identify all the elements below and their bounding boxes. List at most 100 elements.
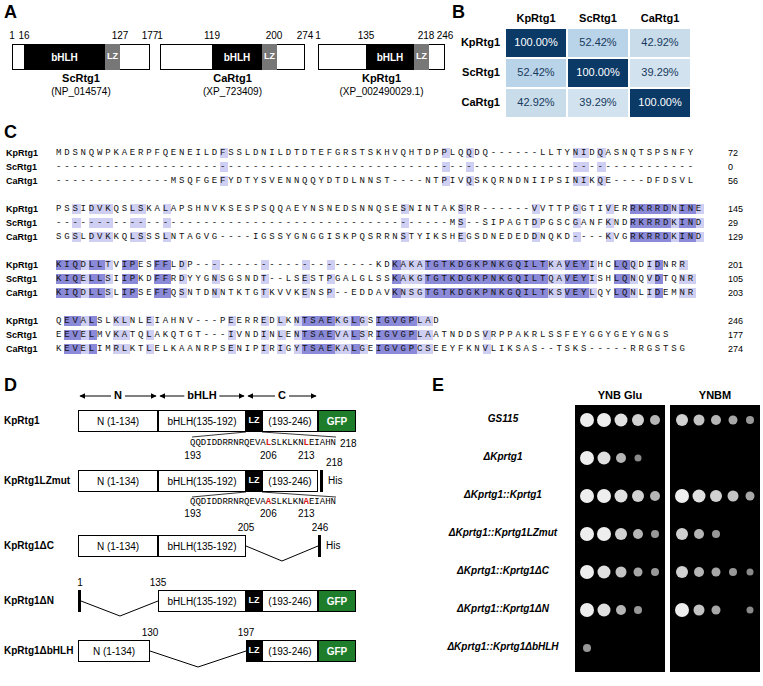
residue-count: 72 [728,148,738,159]
yeast-spot [650,491,660,501]
aligned-sequence: SGSLDVKKQLSSSLNTAGVG----IGSSYGNGGISKPQSR… [56,232,704,243]
region-header: bHLH [184,389,219,402]
yeast-spot [580,489,594,503]
identity-value: 52.42% [517,66,554,79]
domain-label: bHLH(135-192) [168,416,237,427]
zoom-line [192,492,246,497]
panel-letter: D [4,375,17,397]
yeast-spot [634,568,643,577]
yeast-spot [729,416,738,425]
residue-number: 1 [77,577,83,589]
bhlh-domain: bHLH [366,44,414,70]
yeast-spot [728,491,739,502]
residue-number: 127 [112,30,129,42]
lz-domain: LZ [414,44,429,70]
identity-value: 39.29% [641,66,678,79]
residue-number: 1 [157,30,163,42]
domain-label: LZ [264,52,275,62]
aligned-sequence: --------------MSQFGEFYDTYSVENNQQYDTDLNNS… [56,176,696,187]
lz-box: LZ [246,590,262,612]
yeast-spot [676,528,688,540]
residue-count: 129 [728,232,743,243]
identity-value: 42.92% [641,36,678,49]
domain-label: (193-246) [268,596,311,607]
yeast-spot [675,489,689,503]
sequence-name: KpRtg1 [6,204,38,215]
matrix-cell [568,89,628,117]
domain-label: N (1-134) [97,476,139,487]
identity-value: 42.92% [517,96,554,109]
strain-name: ΔKprtg1::Kprtg1ΔN [457,603,549,615]
n-terminal-box: N (1-134) [78,535,158,557]
yeast-spot [632,490,644,502]
matrix-cell [630,89,690,117]
domain-label: GFP [327,646,348,657]
strain-name: GS115 [488,413,518,425]
residue-number: 197 [238,627,255,639]
yeast-spot [676,566,688,578]
residue-count: 105 [728,274,743,285]
sequence-name: CaRtg1 [6,176,38,187]
zipper-sequence: QQDIDDRRNRQEVALSLKLKNLEIAHN [190,438,336,449]
residue-number: 274 [297,30,314,42]
residue-number: 135 [150,577,167,589]
deletion-line [246,546,318,561]
matrix-cell [506,89,566,117]
yeast-spot [616,567,627,578]
yeast-spot [580,603,594,617]
domain-label: LZ [249,476,260,486]
yeast-spot [615,414,628,427]
gfp-tag: GFP [318,410,356,432]
yeast-spot [616,605,626,615]
yeast-spot [580,527,594,541]
aligned-sequence: EEVELMVKATQLAKQTGT---IVNDINLENTSAEVALSRI… [56,330,671,341]
panel-letter: E [432,375,444,397]
protein-name: KpRtg1 [362,72,401,84]
domain-label: (193-246) [268,646,311,657]
aligned-sequence: PSSIDVKQSLSKALAPSHNVKSESPSQQAEYNSNEDSNNQ… [56,204,704,215]
sequence-name: CaRtg1 [6,288,38,299]
protein-bar: CaRtg1(XP_723409)bHLHLZ [160,44,305,70]
bhlh-domain: bHLH [24,44,105,70]
residue-count: 201 [728,260,743,271]
sequence-name: KpRtg1 [6,316,38,327]
construct-name: KpRtg1ΔC [4,540,54,552]
panel-letter: A [4,2,17,24]
strain-name: ΔKprtg1 [484,451,523,463]
residue-count: 177 [728,330,743,341]
residue-number: His [326,540,340,552]
matrix-cell [630,29,690,57]
yeast-spot [616,453,626,463]
zoom-line [262,492,336,497]
sequence-name: ScRtg1 [6,274,37,285]
residue-number: 206 [260,450,277,462]
residue-number: 246 [437,30,454,42]
lz-box: LZ [246,410,262,432]
plate-panel [670,405,760,672]
residue-number: 206 [260,508,277,520]
lz-domain: LZ [262,44,277,70]
residue-number: 119 [204,30,220,42]
residue-number: 193 [184,508,201,520]
yeast-spot [635,455,642,462]
residue-number: 130 [142,627,159,639]
zoom-line [262,432,336,437]
sequence-name: CaRtg1 [6,344,38,355]
yeast-spot [712,530,720,538]
residue-count: 145 [728,204,743,215]
yeast-spot [650,415,660,425]
domain-label: bHLH [377,52,404,63]
residue-number: 1 [9,30,15,42]
n-terminal-box: N (1-134) [78,410,158,432]
yeast-spot [597,527,611,541]
matrix-cell [568,59,628,87]
aligned-sequence: KIQDLLTVIPESFFLDP----------------------K… [56,260,688,271]
yeast-spot [583,644,591,652]
domain-label: bHLH [224,52,251,63]
residue-number: 246 [312,522,329,534]
domain-label: GFP [327,416,348,427]
aligned-sequence: ----------------------------------------… [56,218,704,229]
identity-value: 100.00% [514,36,557,49]
yeast-spot [746,492,755,501]
